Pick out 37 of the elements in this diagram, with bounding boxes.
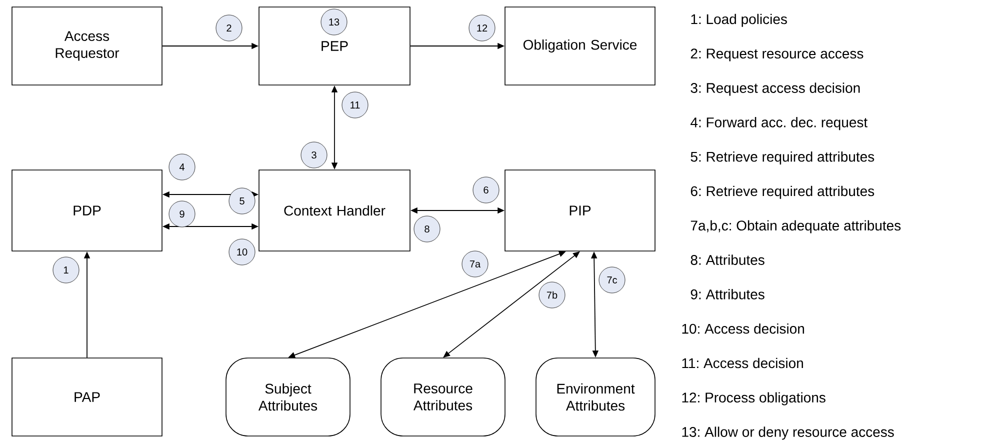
callout-number: 5 (228, 188, 256, 214)
callout-number: 7c (598, 266, 626, 294)
callout-number: 2 (216, 14, 242, 42)
component-box: Access Requestor (12, 6, 162, 86)
component-box: Context Handler (258, 170, 410, 252)
step-description: 7a,b,c: Obtain adequate attributes (690, 220, 901, 234)
callout-number: 6 (472, 176, 500, 204)
callout-number: 3 (300, 142, 328, 168)
callout-number: 11 (342, 92, 368, 118)
attribute-source-box: Resource Attributes (380, 358, 506, 436)
step-description: 4: Forward acc. dec. request (690, 117, 868, 130)
callout-number: 10 (228, 238, 256, 266)
callout-number: 12 (468, 14, 496, 42)
attribute-source-box: Subject Attributes (226, 358, 350, 436)
callout-number: 1 (52, 256, 80, 284)
component-box: PDP (12, 170, 162, 252)
step-description: 10: Access decision (682, 323, 804, 334)
attribute-source-box: Environment Attributes (536, 358, 656, 436)
component-box: Obligation Service (504, 6, 656, 86)
step-description: 13: Allow or deny resource access (682, 426, 894, 440)
callout-number: 8 (414, 216, 440, 242)
step-description: 1: Load policies (691, 14, 787, 27)
callout-number: 9 (168, 200, 196, 228)
step-description: 5: Retrieve required attributes (690, 151, 874, 164)
callout-number: 7a (462, 250, 488, 278)
step-description: 9: Attributes (690, 289, 764, 300)
component-box: PIP (504, 170, 656, 252)
step-description: 6: Retrieve required attributes (690, 186, 874, 199)
step-description: 11: Access decision (682, 358, 803, 368)
callout-number: 4 (168, 154, 196, 180)
step-description: 2: Request resource access (690, 48, 864, 62)
component-box: PAP (12, 358, 162, 436)
callout-number: 13 (320, 8, 348, 36)
callout-number: 7b (538, 282, 566, 308)
step-description: 3: Request access decision (690, 82, 860, 96)
step-description: 8: Attributes (690, 254, 764, 265)
step-description: 12: Process obligations (682, 392, 826, 406)
